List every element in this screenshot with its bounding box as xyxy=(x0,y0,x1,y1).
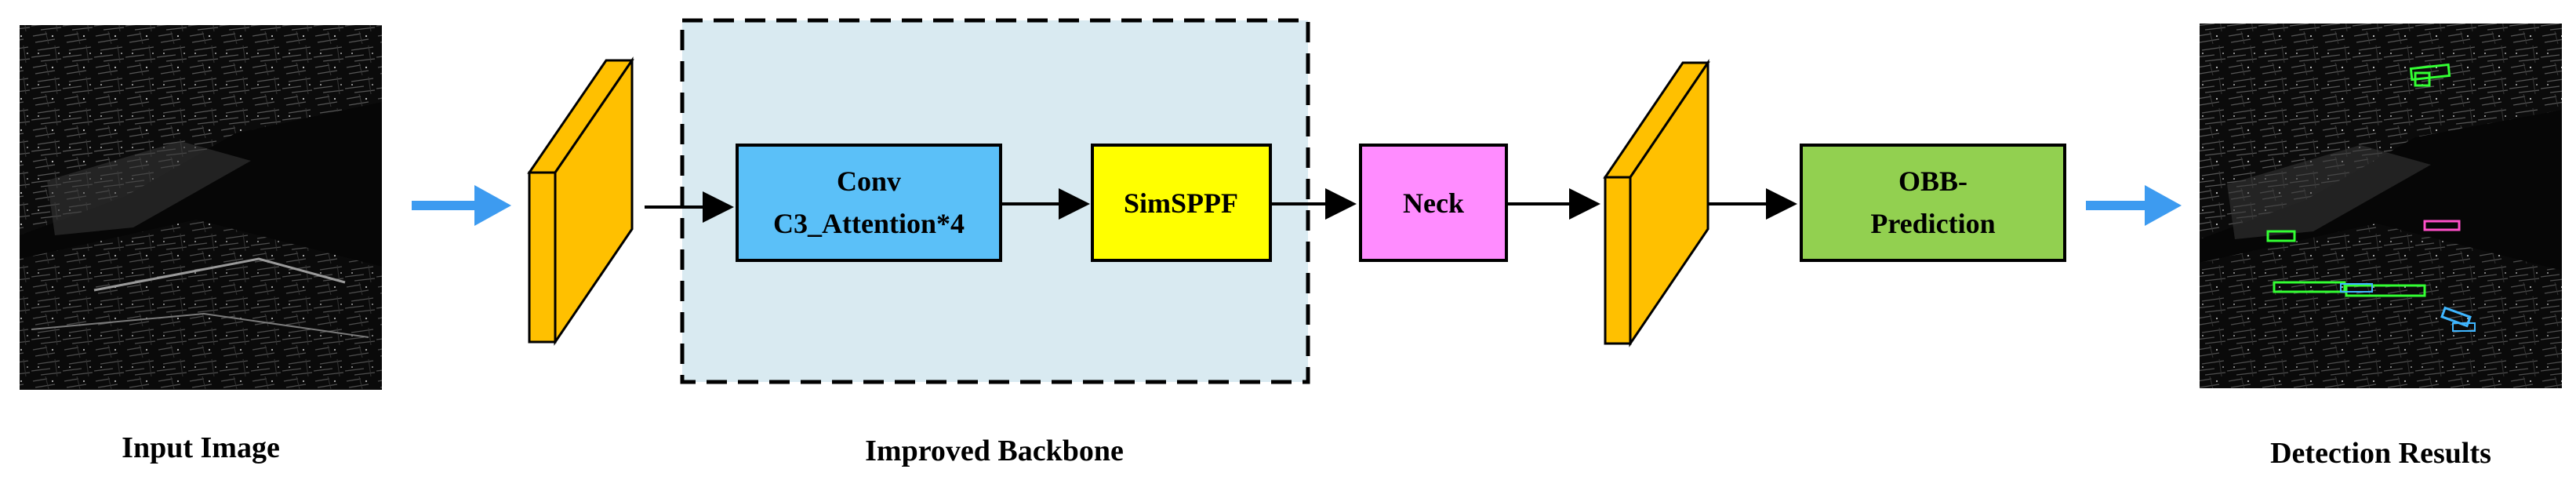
backbone-caption: Improved Backbone xyxy=(865,435,1124,467)
obb-label-line2: Prediction xyxy=(1870,208,1995,239)
feature-map-input xyxy=(527,56,634,346)
simsppf-block: SimSPPF xyxy=(1091,144,1272,262)
conv-c3-attention-block: Conv C3_Attention*4 xyxy=(736,144,1002,262)
detection-box xyxy=(2266,230,2296,242)
simsppf-label: SimSPPF xyxy=(1124,187,1238,219)
conv-label: Conv xyxy=(837,165,901,197)
detection-box xyxy=(2440,306,2472,328)
detection-box xyxy=(2340,283,2373,293)
detection-box xyxy=(2414,71,2431,87)
input-image xyxy=(20,25,382,390)
detection-box xyxy=(2345,284,2426,297)
input-image-caption: Input Image xyxy=(122,431,280,464)
neck-label: Neck xyxy=(1403,187,1464,219)
detection-box xyxy=(2452,322,2476,332)
flow-arrow-output xyxy=(2086,185,2182,226)
detection-box xyxy=(2409,63,2451,82)
c3-attention-label: C3_Attention*4 xyxy=(773,208,965,239)
neck-block: Neck xyxy=(1359,144,1508,262)
detection-results-caption: Detection Results xyxy=(2270,437,2491,470)
obb-label-line1: OBB- xyxy=(1898,165,1967,197)
flow-arrow-input xyxy=(412,185,511,226)
detection-box xyxy=(2423,220,2461,231)
feature-map-output xyxy=(1603,59,1710,347)
obb-prediction-block: OBB- Prediction xyxy=(1800,144,2066,262)
detection-result-image xyxy=(2200,24,2562,388)
detection-box xyxy=(2273,281,2346,293)
